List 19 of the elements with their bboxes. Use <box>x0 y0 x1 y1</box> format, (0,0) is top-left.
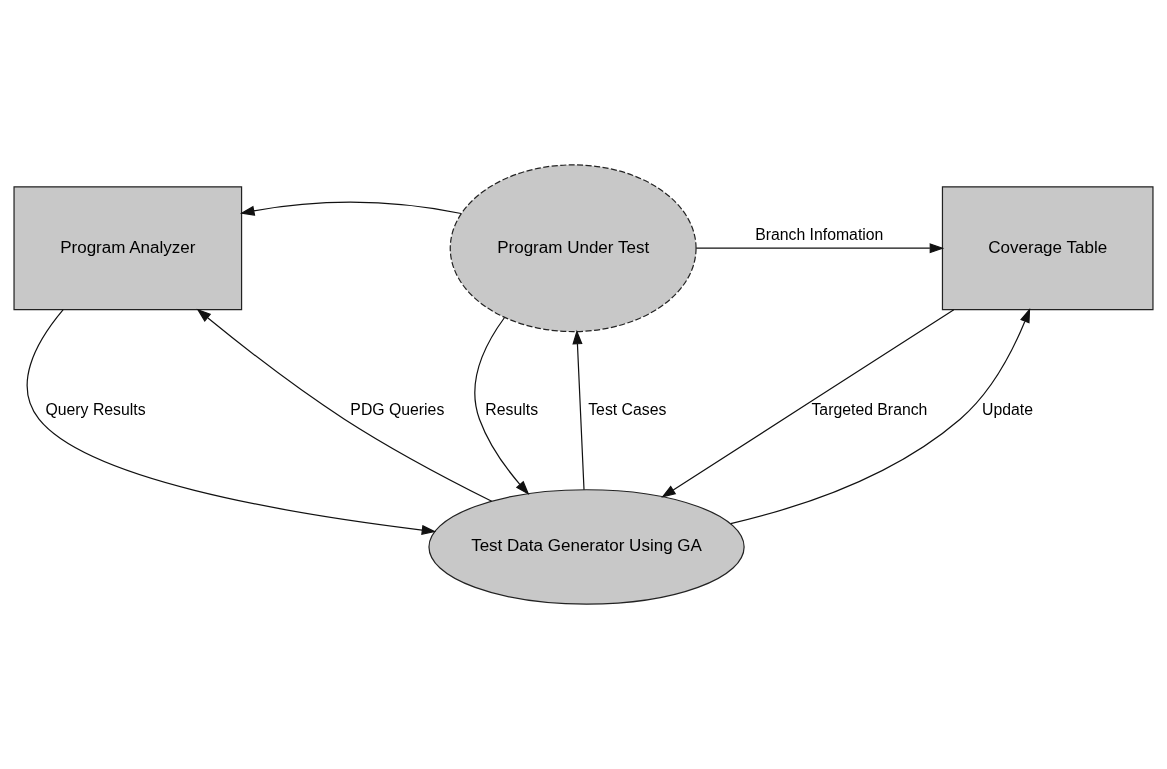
edge-label: Results <box>485 400 539 418</box>
arrow <box>474 317 530 496</box>
edge-label: Query Results <box>45 400 146 418</box>
node-box: Program Analyzer <box>13 186 243 311</box>
edge-label: Test Cases <box>588 400 667 418</box>
node-ellipse: Test Data Generator Using GA <box>428 489 745 605</box>
arrow <box>572 329 585 491</box>
node-ellipse: Program Under Test <box>449 164 697 333</box>
edge-label: Update <box>982 400 1034 418</box>
arrow <box>26 309 437 536</box>
node-box: Coverage Table <box>941 186 1154 311</box>
arrow <box>661 309 955 498</box>
arrow <box>196 308 493 502</box>
edge-label: Branch Infomation <box>755 226 884 244</box>
edge-label: PDG Queries <box>350 400 445 418</box>
arrow <box>695 243 945 254</box>
edge-label: Targeted Branch <box>811 400 928 418</box>
arrow <box>730 308 1031 525</box>
arrow <box>239 201 462 216</box>
